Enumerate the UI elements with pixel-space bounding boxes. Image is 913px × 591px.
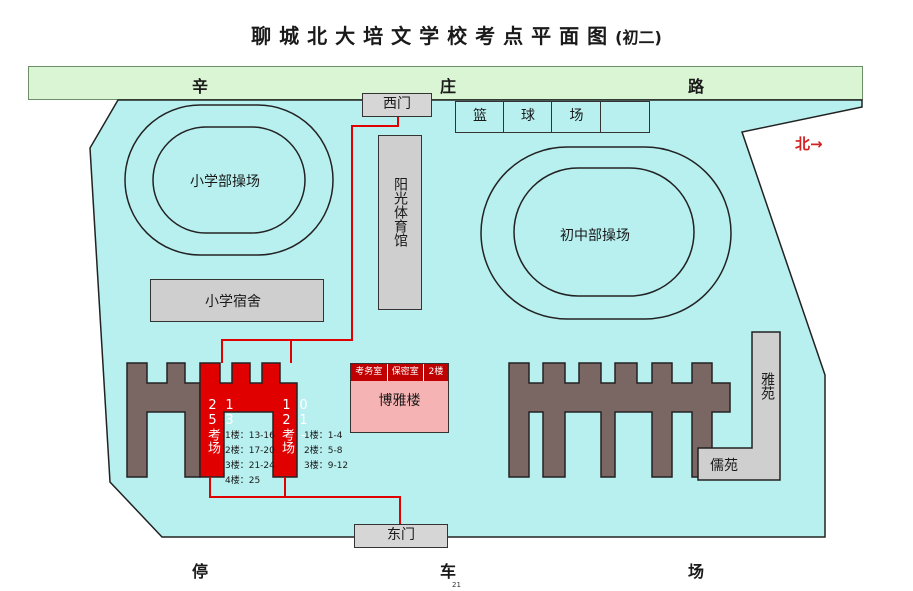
exam-hall-01-12-label: 01-12考场 <box>279 398 311 454</box>
basketball-cell-1: 篮 <box>455 101 505 133</box>
floor-line: 4楼：25 <box>225 476 261 486</box>
floor-line: 1楼：13-16 <box>225 431 275 441</box>
parking-char-3: 场 <box>688 562 705 581</box>
primary-field-label: 小学部操场 <box>190 174 260 190</box>
page-number: 21 <box>452 581 461 589</box>
ru-label: 儒苑 <box>710 458 738 474</box>
title-main: 聊城北大培文学校考点平面图 <box>251 24 616 48</box>
boya-tab-secret: 保密室 <box>388 364 424 381</box>
boya-building: 考务室 保密室 2楼 博雅楼 <box>350 363 449 433</box>
primary-dorm-label: 小学宿舍 <box>205 294 261 310</box>
road-char-1: 辛 <box>192 77 209 96</box>
floor-line: 3楼：21-24 <box>225 461 275 471</box>
east-gate: 东门 <box>354 524 448 548</box>
boya-tab-floor: 2楼 <box>428 367 444 377</box>
north-indicator: 北→ <box>795 135 823 153</box>
boya-tab-affairs: 考务室 <box>351 364 388 381</box>
junior-field-track <box>480 146 732 320</box>
floor-line: 2楼：17-20 <box>225 446 275 456</box>
floor-line: 1楼：1-4 <box>304 431 343 441</box>
parking-char-2: 车 <box>440 562 457 581</box>
exam-building <box>199 362 298 478</box>
boya-label: 博雅楼 <box>378 393 421 409</box>
parking-char-1: 停 <box>192 562 209 581</box>
west-gate: 西门 <box>362 93 432 117</box>
road-char-3: 路 <box>688 77 705 96</box>
classroom-building-right <box>508 362 731 478</box>
road-char-2: 庄 <box>440 77 457 96</box>
map-title: 聊城北大培文学校考点平面图(初二) <box>0 20 913 49</box>
gym-building <box>378 135 422 310</box>
exam-hall-01-12-floors: 1楼：1-4 2楼：5-8 3楼：9-12 <box>304 429 348 474</box>
gym-label: 阳光体育馆 <box>392 177 408 247</box>
basketball-cell-2: 球 <box>503 101 553 133</box>
ya-ru-building <box>697 331 781 481</box>
floor-line: 2楼：5-8 <box>304 446 343 456</box>
basketball-cell-4 <box>600 101 650 133</box>
junior-field-inner <box>513 167 695 297</box>
ya-label: 雅苑 <box>759 372 775 400</box>
route-east-gate <box>209 477 401 524</box>
primary-dorm <box>150 279 324 322</box>
route-west-gate <box>221 112 399 363</box>
exam-hall-13-25-floors: 1楼：13-16 2楼：17-20 3楼：21-24 4楼：25 <box>225 429 275 489</box>
title-grade: (初二) <box>615 28 662 47</box>
primary-field-track <box>124 104 334 256</box>
floor-line: 3楼：9-12 <box>304 461 349 471</box>
exam-hall-13-25-label: 13-25考场 <box>205 398 237 454</box>
primary-field-inner <box>152 126 306 234</box>
junior-field-label: 初中部操场 <box>560 228 630 244</box>
basketball-cell-3: 场 <box>551 101 602 133</box>
